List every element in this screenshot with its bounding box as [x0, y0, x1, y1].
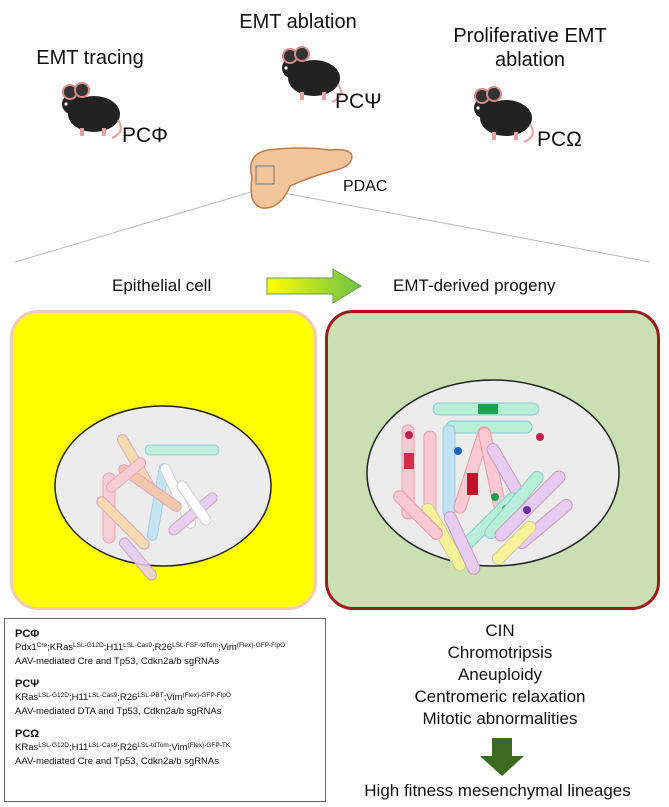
- genotype-allele-superscript: LSL-Cas9: [123, 642, 153, 649]
- legend-genotype: KRasLSL-G12D;H11LSL-Cas9;R26LSL-tdTom;Vi…: [15, 741, 315, 755]
- genotype-allele-superscript: LSL-Cas9: [88, 692, 118, 699]
- emt-nucleus: [366, 379, 620, 575]
- genotype-allele: ;Vim: [168, 742, 188, 753]
- genotype-allele-superscript: LSL-G12D: [73, 642, 104, 649]
- pancreas-diagram: [14, 147, 651, 263]
- emt-progeny-label: EMT-derived progeny: [393, 276, 556, 295]
- mouse-icon-proliferative: [474, 86, 534, 143]
- legend-entry-pcomega: PCΩ KRasLSL-G12D;H11LSL-Cas9;R26LSL-tdTo…: [15, 727, 315, 768]
- legend-genotype: KRasLSL-G12D;H11LSL-Cas9;R26LSL-PBT;Vim(…: [15, 691, 315, 705]
- transition-arrow-icon: [266, 268, 362, 304]
- genotype-allele: ;R26: [117, 692, 138, 703]
- genotype-allele-superscript: Cre: [36, 642, 48, 649]
- genotype-allele-superscript: (Flex)-GFP-FlpO: [236, 642, 286, 649]
- genotype-allele-superscript: LSL-PBT: [137, 692, 164, 699]
- genotype-allele: KRas: [15, 742, 39, 753]
- genotype-allele-superscript: LSL-G12D: [38, 692, 69, 699]
- model-label-pcphi: PCΦ: [122, 124, 168, 147]
- genotype-allele: ;H11: [103, 642, 124, 653]
- emt-features-list: CIN Chromotripsis Aneuploidy Centromeric…: [340, 620, 660, 730]
- genotype-allele: ;R26: [117, 742, 138, 753]
- legend-aav-text: AAV-mediated Cre and Tp53, Cdkn2a/b sgRN…: [15, 656, 220, 667]
- epithelial-cell-box: [10, 310, 317, 610]
- legend-model-name: PCΨ: [15, 678, 40, 690]
- legend-entry-pcphi: PCΦ Pdx1Cre;KRasLSL-G12D;H11LSL-Cas9;R26…: [15, 627, 315, 668]
- genotype-legend: PCΦ Pdx1Cre;KRasLSL-G12D;H11LSL-Cas9;R26…: [4, 618, 326, 802]
- feature-item: Centromeric relaxation: [414, 687, 586, 706]
- legend-aav-text: AAV-mediated Cre and Tp53, Cdkn2a/b sgRN…: [15, 756, 220, 767]
- genotype-allele-superscript: (Flex)-GFP-TK: [187, 742, 231, 749]
- model-title-emt-ablation: EMT ablation: [239, 11, 357, 33]
- model-label-pcpsi: PCΨ: [335, 90, 382, 113]
- genotype-allele-superscript: LSL-tdTom: [137, 742, 169, 749]
- legend-model-name: PCΩ: [15, 728, 40, 740]
- genotype-allele: ;KRas: [47, 642, 74, 653]
- mouse-icon-tracing: [62, 82, 122, 139]
- feature-item: Aneuploidy: [457, 665, 543, 684]
- genotype-allele: ;H11: [68, 692, 89, 703]
- model-title-emt-tracing: EMT tracing: [36, 47, 144, 69]
- model-label-pcomega: PCΩ: [537, 128, 582, 151]
- feature-item: CIN: [485, 621, 515, 640]
- legend-aav-text: AAV-mediated DTA and Tp53, Cdkn2a/b sgRN…: [15, 706, 222, 717]
- legend-model-name: PCΦ: [15, 628, 40, 640]
- model-title-proliferative-emt-ablation: Proliferative EMT ablation: [425, 24, 635, 72]
- genotype-allele-superscript: LSL-G12D: [38, 742, 69, 749]
- mouse-icon-ablation: [282, 46, 342, 103]
- pdac-label: PDAC: [343, 178, 388, 195]
- legend-genotype: Pdx1Cre;KRasLSL-G12D;H11LSL-Cas9;R26LSL-…: [15, 641, 315, 655]
- genotype-allele-superscript: LSL-Cas9: [88, 742, 118, 749]
- emt-progeny-box: [325, 310, 660, 610]
- genotype-allele: ;Vim: [217, 642, 237, 653]
- genotype-allele: KRas: [15, 692, 39, 703]
- genotype-allele-superscript: LSL-FSF-tdTom: [172, 642, 218, 649]
- model-title-line1: Proliferative EMT: [453, 25, 607, 47]
- pancreas-icon: [250, 147, 353, 209]
- epithelial-nucleus: [54, 405, 272, 581]
- outcome-label: High fitness mesenchymal lineages: [364, 781, 631, 800]
- genotype-allele: ;R26: [152, 642, 173, 653]
- genotype-allele-superscript: (Flex)-GFP-FlpO: [182, 692, 231, 699]
- feature-item: Mitotic abnormalities: [422, 709, 578, 728]
- epithelial-cell-label: Epithelial cell: [112, 276, 212, 295]
- genotype-allele: ;H11: [68, 742, 89, 753]
- model-title-line2: ablation: [494, 49, 566, 71]
- legend-entry-pcpsi: PCΨ KRasLSL-G12D;H11LSL-Cas9;R26LSL-PBT;…: [15, 677, 315, 718]
- pancreas-zoom-box: [255, 165, 275, 185]
- down-arrow-icon: [480, 738, 524, 776]
- feature-item: Chromotripsis: [447, 643, 553, 662]
- genotype-allele: Pdx1: [15, 642, 37, 653]
- genotype-allele: ;Vim: [163, 692, 183, 703]
